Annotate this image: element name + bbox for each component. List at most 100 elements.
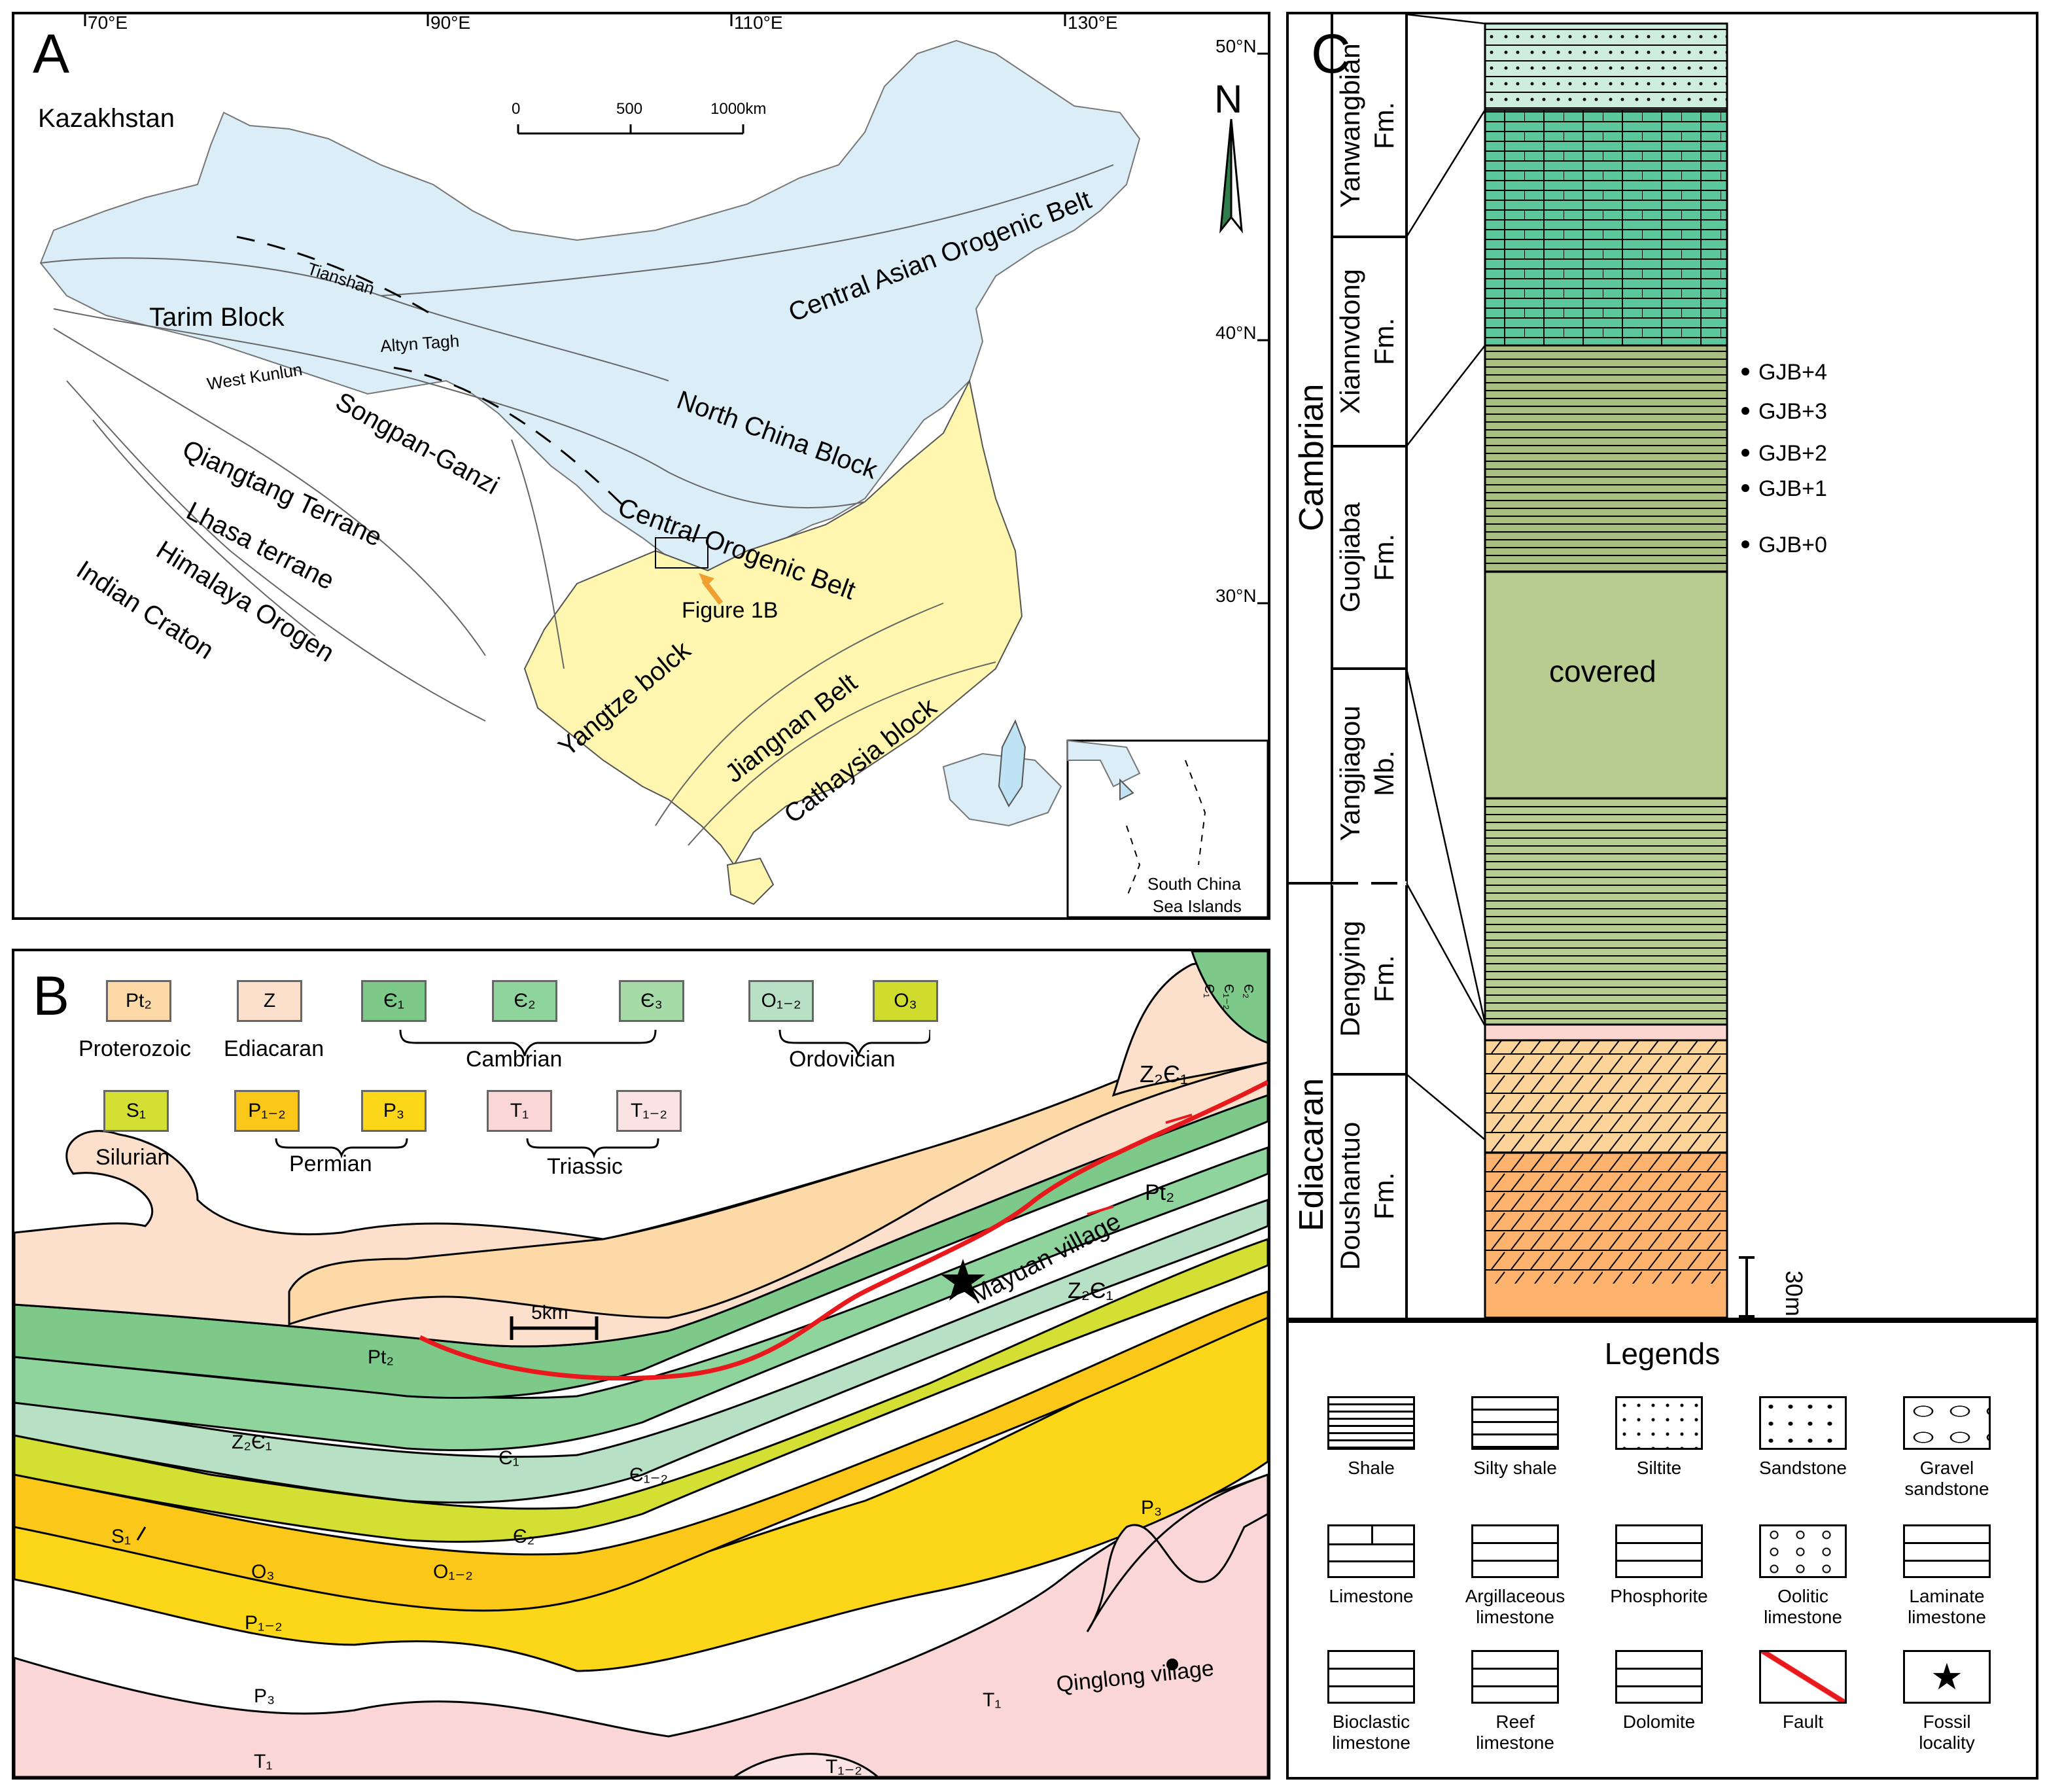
unit-key-s1: S₁: [103, 1090, 169, 1132]
layer-phosphorite: [1484, 1023, 1728, 1042]
north-arrow-icon: [1219, 118, 1243, 234]
map-label-p3-left: P₃: [254, 1685, 275, 1707]
map-label-e2-top: Є₂: [1241, 984, 1255, 998]
fault-icon: [1759, 1650, 1847, 1704]
map-label-p12: P₁₋₂: [245, 1612, 283, 1634]
legend-item-limestone: Limestone: [1299, 1524, 1443, 1607]
group-silurian: Silurian: [96, 1145, 170, 1170]
unit-key-e3: Є₃: [619, 980, 684, 1022]
sandstone-icon: [1759, 1396, 1847, 1450]
group-ediacaran: Ediacaran: [224, 1036, 324, 1061]
map-label-z2e1-mid: Z₂Є₁: [1068, 1278, 1113, 1303]
unit-key-p3: P₃: [361, 1090, 427, 1132]
legend-title: Legends: [1604, 1337, 1721, 1371]
limestone-icon: [1327, 1524, 1415, 1578]
scale-tick-1000: 1000km: [710, 100, 766, 118]
group-ordovician: Ordovician: [789, 1047, 896, 1072]
fault-line: [419, 1080, 1268, 1380]
oolitic-limestone-icon: [1759, 1524, 1847, 1578]
legend-item-shale: Shale: [1299, 1396, 1443, 1479]
figure-1b-box: [655, 537, 708, 569]
lon-130: 130°E: [1068, 14, 1118, 33]
panel-a-letter: A: [33, 23, 70, 84]
unit-pt2-area: [288, 1015, 1268, 1326]
unit-key-o3: O₃: [873, 980, 938, 1022]
fossil-locality-icon: ★: [1903, 1650, 1991, 1704]
covered-label: covered: [1549, 654, 1656, 688]
column-scale-label: 30m: [1781, 1271, 1808, 1316]
group-triassic: Triassic: [547, 1154, 623, 1179]
unit-key-t12: T₁₋₂: [616, 1090, 682, 1132]
shale-icon: [1327, 1396, 1415, 1450]
system-cambrian: Cambrian: [1293, 384, 1331, 531]
label-figure-1b: Figure 1B: [682, 598, 778, 623]
layer-covered: [1484, 571, 1728, 799]
south-china-sea-inset: [1066, 739, 1268, 917]
map-label-z2e1-top: Z₂Є₁: [1140, 1061, 1188, 1087]
lat-50: 50°N: [1215, 36, 1257, 56]
legend-item-dolomite: Dolomite: [1587, 1650, 1731, 1732]
system-ediacaran: Ediacaran: [1293, 1078, 1331, 1231]
china-map-svg: 70°E 90°E 110°E 130°E 50°N 40°N 30°N 0 5…: [38, 14, 1268, 917]
map-label-pt2-right: Pt₂: [1145, 1180, 1174, 1205]
panel-b-letter: B: [33, 965, 70, 1027]
qinglong-dot: [1166, 1659, 1178, 1670]
phosphorite-icon: [1615, 1524, 1703, 1578]
south-china-block: [523, 378, 1023, 866]
lon-90: 90°E: [430, 14, 470, 33]
sample-dot-1: [1741, 484, 1749, 492]
legend-item-sandstone: Sandstone: [1731, 1396, 1875, 1479]
unit-p12-area: [14, 1290, 1268, 1612]
map-label-scale: 5km: [531, 1302, 568, 1324]
column-scale-bar: [1739, 1256, 1755, 1318]
panel-b-geologic-map: Z₂Є₁ Є₁ Є₁₋₂ Є₂ Pt₂ Mayuan village Z₂Є₁ …: [12, 949, 1270, 1780]
sample-label-4: GJB+4: [1758, 360, 1827, 385]
label-kazakhstan: Kazakhstan: [38, 104, 175, 133]
siltite-icon: [1615, 1396, 1703, 1450]
map-label-e12: Є₁₋₂: [629, 1464, 668, 1486]
map-label-t1-left: T₁: [254, 1751, 272, 1772]
fault-sense-arrow-2: [1165, 1114, 1193, 1124]
group-cambrian: Cambrian: [466, 1047, 563, 1072]
unit-key-z: Z: [237, 980, 302, 1022]
map-label-o3: O₃: [251, 1561, 275, 1583]
unit-key-t1: T₁: [487, 1090, 552, 1132]
silty-shale-icon: [1471, 1396, 1559, 1450]
map-label-p3-right: P₃: [1141, 1497, 1162, 1519]
scale-tick-0: 0: [512, 100, 520, 118]
sample-dot-4: [1741, 368, 1749, 376]
map-scale-bar: [510, 1316, 599, 1340]
label-tarim: Tarim Block: [149, 303, 285, 332]
map-label-e12-top: Є₁₋₂: [1221, 984, 1236, 1010]
sample-label-3: GJB+3: [1758, 399, 1827, 424]
dolomite-icon: [1615, 1650, 1703, 1704]
legend-item-silty-shale: Silty shale: [1443, 1396, 1587, 1479]
sample-label-2: GJB+2: [1758, 441, 1827, 466]
argillaceous-limestone-icon: [1471, 1524, 1559, 1578]
unit-key-e1: Є₁: [361, 980, 427, 1022]
unit-key-e2: Є₂: [492, 980, 557, 1022]
map-label-e2: Є₂: [513, 1526, 534, 1547]
legend-item-reef-limestone: Reef limestone: [1443, 1650, 1587, 1753]
laminate-limestone-icon: [1903, 1524, 1991, 1578]
unit-key-pt2: Pt₂: [106, 980, 171, 1022]
map-label-pt2-left: Pt₂: [368, 1346, 394, 1368]
map-label-e1-top: Є₁: [1202, 984, 1216, 998]
map-label-s1: S₁: [111, 1526, 131, 1547]
legend-item-fossil-locality: ★Fossil locality: [1875, 1650, 2019, 1753]
bioclastic-limestone-icon: [1327, 1650, 1415, 1704]
panel-c-letter: C: [1311, 23, 1351, 84]
gravel-sandstone-icon: [1903, 1396, 1991, 1450]
legend-item-oolitic-limestone: Oolitic limestone: [1731, 1524, 1875, 1628]
sample-label-0: GJB+0: [1758, 533, 1827, 557]
sample-dot-2: [1741, 449, 1749, 457]
map-label-t1-right: T₁: [983, 1689, 1001, 1711]
lon-70: 70°E: [88, 14, 128, 33]
unit-key-p12: P₁₋₂: [234, 1090, 300, 1132]
map-label-e1: Є₁: [498, 1447, 519, 1469]
legend-item-laminate-limestone: Laminate limestone: [1875, 1524, 2019, 1628]
